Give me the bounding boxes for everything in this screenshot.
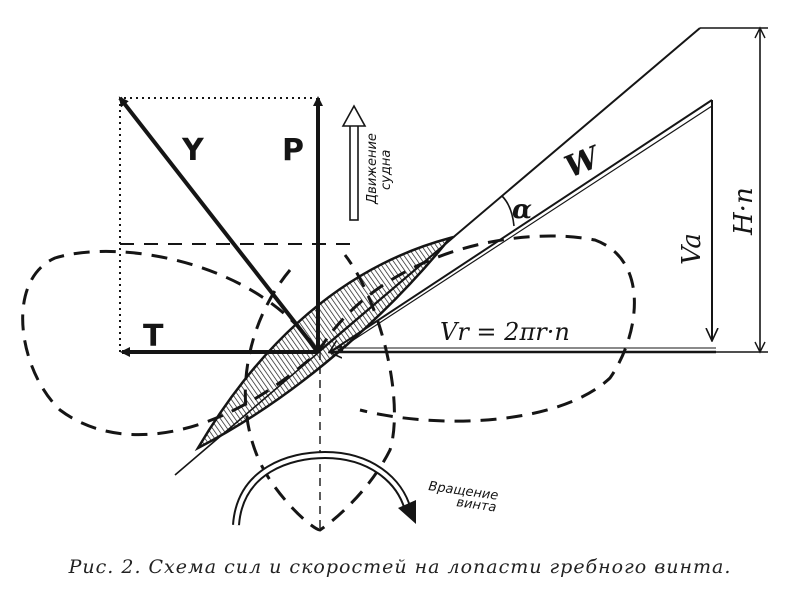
- blade-profile: [194, 235, 454, 452]
- line-W-outer: [317, 27, 701, 353]
- dashed-left-lobe: [21, 249, 320, 437]
- ship-motion-arrow-head: [341, 104, 367, 127]
- label-P: P: [282, 133, 304, 168]
- label-rotation-2: винта: [455, 495, 497, 515]
- label-ship-motion-2: судна: [379, 150, 394, 190]
- alpha-arc: [501, 195, 515, 227]
- force-velocity-diagram: Y P T W α Va H·n Vr = 2πr·n Движение суд…: [21, 26, 768, 532]
- label-Y: Y: [181, 133, 205, 168]
- arrow-Y: [118, 96, 320, 354]
- dashed-right-lobe: [316, 234, 636, 423]
- label-Hn: H·n: [729, 187, 759, 236]
- line-W: [330, 99, 713, 352]
- dashed-lower-lobe: [243, 254, 396, 532]
- label-ship-motion-1: Движение: [365, 133, 380, 205]
- label-alpha: α: [512, 195, 532, 225]
- label-Vr: Vr = 2πr·n: [440, 318, 570, 346]
- label-Va: Va: [677, 233, 707, 265]
- rotation-arrow-head: [398, 500, 416, 524]
- line-W-inner: [337, 105, 713, 351]
- line-vertical-Hn: [700, 28, 712, 100]
- ship-motion-arrow-shaft: [349, 123, 359, 221]
- figure-caption: Рис. 2. Схема сил и скоростей на лопасти…: [68, 556, 732, 578]
- label-T: T: [143, 319, 164, 354]
